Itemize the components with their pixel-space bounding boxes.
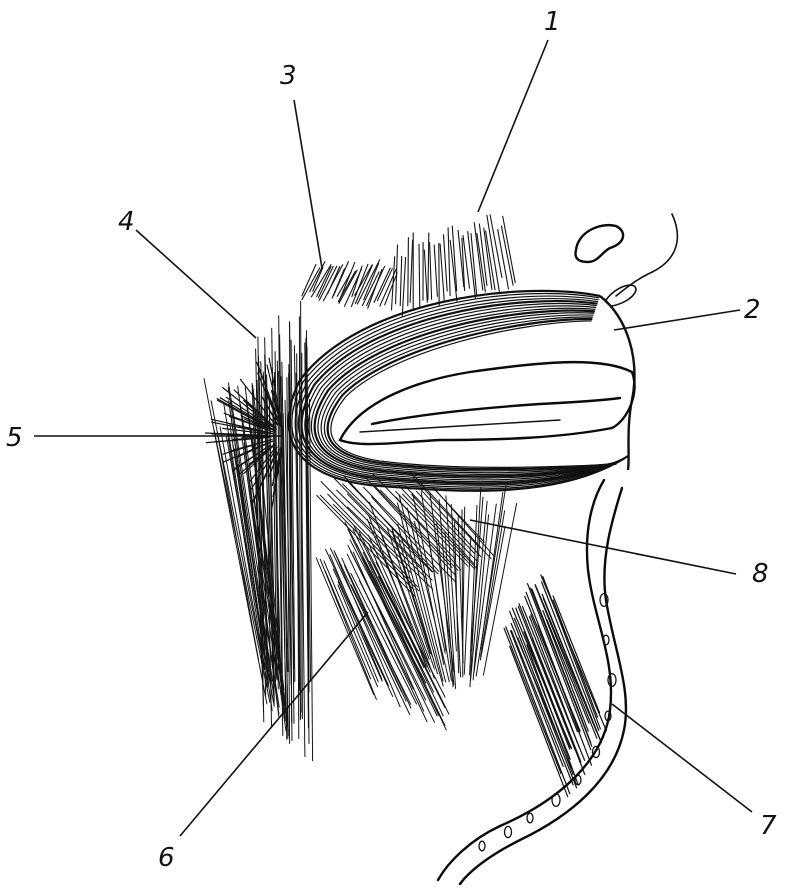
- label-2: 2: [744, 295, 761, 325]
- leader-line-2: [614, 310, 740, 330]
- leader-line-8: [470, 520, 736, 574]
- muscle-fibers-left-sheet: [204, 301, 313, 760]
- leader-line-1: [478, 40, 548, 212]
- label-4: 4: [118, 207, 135, 237]
- leader-line-7: [612, 704, 752, 812]
- leader-line-3: [294, 100, 322, 268]
- muscle-fibers-right-lower: [504, 575, 606, 797]
- lip-outline: [340, 362, 635, 444]
- leader-lines: [34, 40, 752, 836]
- label-7: 7: [760, 811, 777, 841]
- muscle-fibers-upper-left: [302, 260, 397, 308]
- label-5: 5: [6, 423, 23, 453]
- label-8: 8: [752, 559, 769, 589]
- label-1: 1: [544, 7, 561, 37]
- label-6: 6: [158, 843, 175, 873]
- nostril-shape: [576, 214, 678, 306]
- label-3: 3: [280, 61, 297, 91]
- orbicular-muscle-loop: [289, 291, 635, 491]
- labels: 1 2 3 4 5 6 7 8: [6, 7, 777, 873]
- leader-line-4: [136, 230, 256, 338]
